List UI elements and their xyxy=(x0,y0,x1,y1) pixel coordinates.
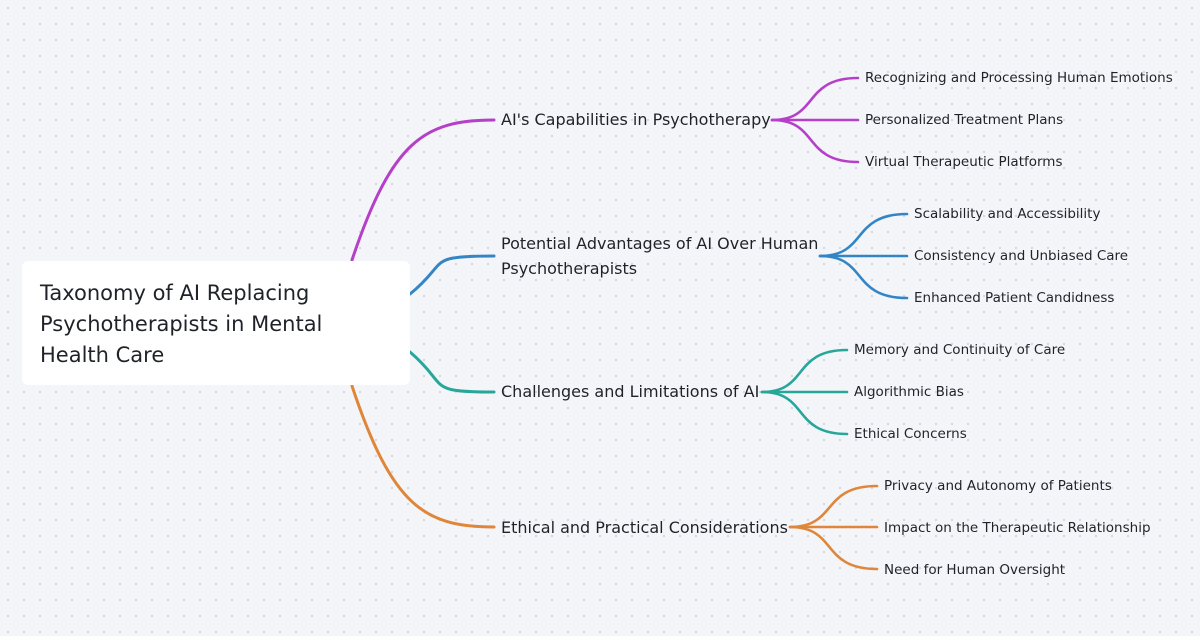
connector-root-to-advantages xyxy=(408,254,496,296)
leaf-topic-memory[interactable]: Memory and Continuity of Care xyxy=(854,342,1066,358)
connector-capabilities-leaf-3 xyxy=(770,118,860,164)
leaf-topic-virtual-platforms[interactable]: Virtual Therapeutic Platforms xyxy=(865,154,1063,170)
leaf-topic-relationship[interactable]: Impact on the Therapeutic Relationship xyxy=(884,520,1151,536)
connector-root-to-challenges xyxy=(408,350,496,394)
leaf-topic-scalability[interactable]: Scalability and Accessibility xyxy=(914,206,1101,222)
leaf-topic-bias[interactable]: Algorithmic Bias xyxy=(854,384,964,400)
branch-topic-advantages[interactable]: Potential Advantages of AI Over Human Ps… xyxy=(501,234,819,278)
connector-challenges-leaf-3 xyxy=(760,390,849,436)
branch-topic-ethical[interactable]: Ethical and Practical Considerations xyxy=(501,518,788,537)
root-topic-label: Taxonomy of AI Replacing Psychotherapist… xyxy=(40,281,323,367)
connector-ethical-leaf-3 xyxy=(788,525,879,571)
leaf-topic-privacy[interactable]: Privacy and Autonomy of Patients xyxy=(884,478,1112,494)
leaf-topic-candidness[interactable]: Enhanced Patient Candidness xyxy=(914,290,1115,306)
connector-capabilities-leaf-1 xyxy=(770,76,860,122)
connector-advantages-leaf-3 xyxy=(818,254,909,300)
root-topic[interactable]: Taxonomy of AI Replacing Psychotherapist… xyxy=(22,261,410,385)
branch-topic-capabilities[interactable]: AI's Capabilities in Psychotherapy xyxy=(501,110,771,129)
leaf-topic-consistency[interactable]: Consistency and Unbiased Care xyxy=(914,248,1129,264)
connector-ethical-leaf-1 xyxy=(788,484,879,529)
connector-root-to-ethical xyxy=(350,384,496,529)
leaf-topic-treatment-plans[interactable]: Personalized Treatment Plans xyxy=(865,112,1064,128)
leaf-topic-oversight[interactable]: Need for Human Oversight xyxy=(884,562,1066,578)
branch-topic-challenges[interactable]: Challenges and Limitations of AI xyxy=(501,382,760,401)
leaf-topic-ethical-concerns[interactable]: Ethical Concerns xyxy=(854,426,967,442)
connector-advantages-leaf-1 xyxy=(818,212,909,258)
connector-root-to-capabilities xyxy=(350,118,496,262)
connector-challenges-leaf-1 xyxy=(760,348,849,394)
leaf-topic-emotions[interactable]: Recognizing and Processing Human Emotion… xyxy=(865,70,1173,86)
